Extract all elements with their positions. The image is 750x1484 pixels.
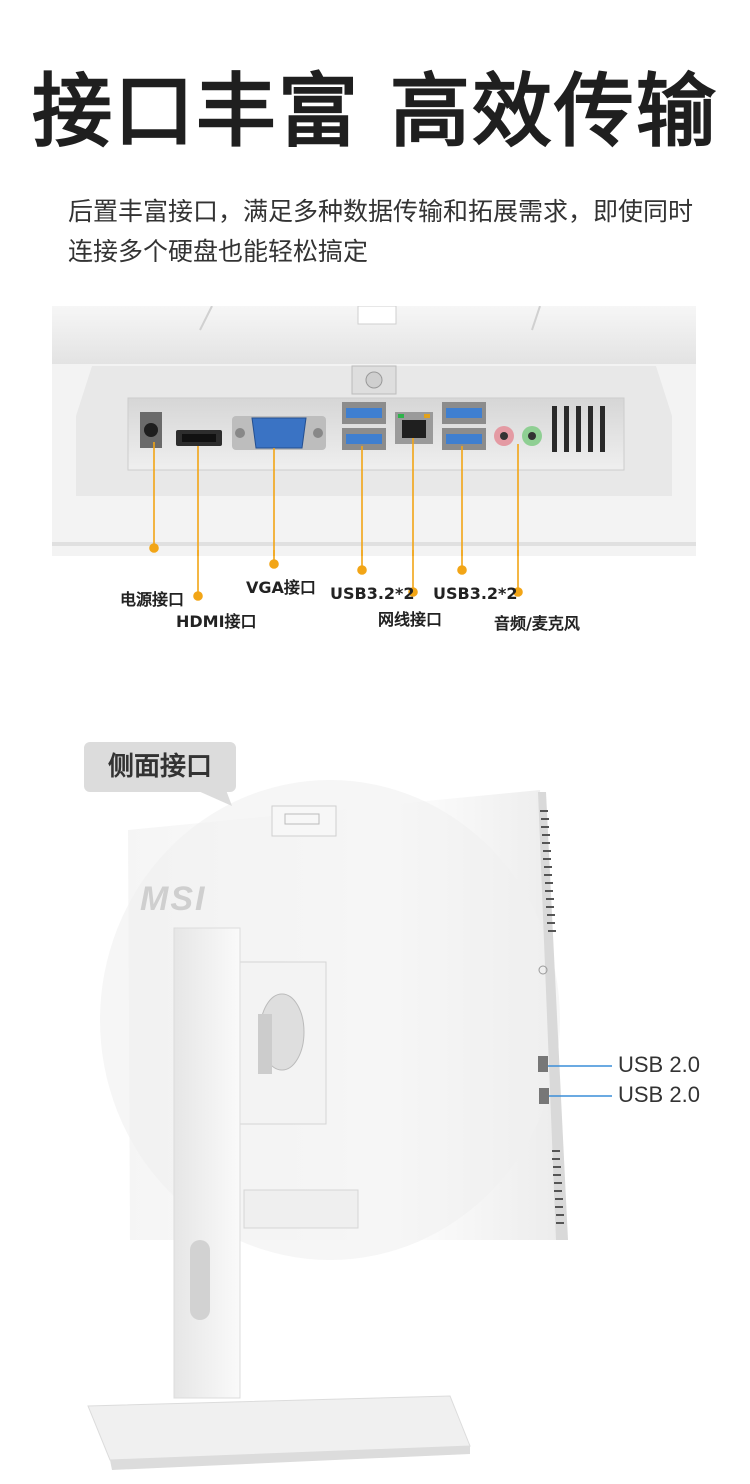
leader-lines	[193, 550, 523, 601]
label-power-port: 电源接口	[120, 590, 185, 609]
label-usb20-bottom: USB 2.0	[618, 1082, 700, 1107]
label-usb20-top: USB 2.0	[618, 1052, 700, 1077]
tag-pointer	[196, 790, 232, 806]
label-vga-port: VGA接口	[246, 578, 316, 597]
label-hdmi-port: HDMI接口	[176, 612, 257, 631]
monitor-side-illustration: MSI	[0, 770, 750, 1480]
headline: 接口丰富 高效传输	[32, 65, 718, 158]
side-ports-tag: 侧面接口	[84, 742, 236, 792]
description: 后置丰富接口，满足多种数据传输和拓展需求，即使同时连接多个硬盘也能轻松搞定	[68, 197, 694, 266]
label-audio-port: 音频/麦克风	[494, 614, 580, 633]
rear-io-panel	[52, 306, 696, 556]
svg-text:MSI: MSI	[140, 880, 206, 918]
label-lan-port: 网线接口	[378, 610, 443, 629]
msi-logo: MSI	[140, 880, 206, 918]
label-usb32-right: USB3.2*2	[433, 584, 518, 603]
label-usb32-left: USB3.2*2	[330, 584, 415, 603]
